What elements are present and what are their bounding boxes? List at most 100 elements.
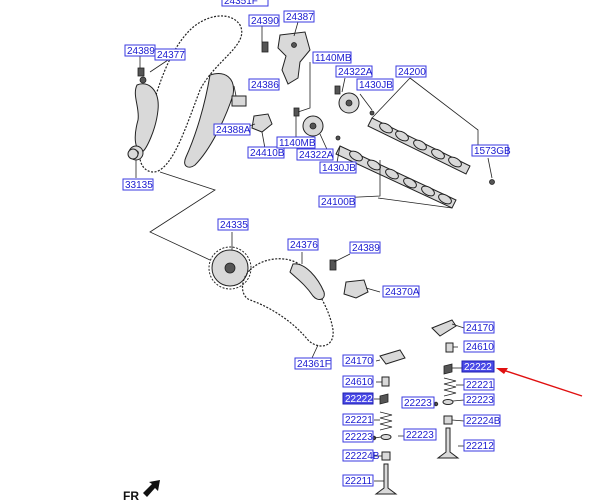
- part-label-22224bb[interactable]: 22224B: [342, 449, 380, 462]
- part-number-text: 24322A: [338, 67, 373, 78]
- front-direction-indicator: FR: [123, 480, 160, 501]
- part-number-text: 24100B: [321, 197, 356, 208]
- part-label-24335[interactable]: 24335: [217, 218, 249, 231]
- part-label-22223a[interactable]: 22223: [463, 393, 495, 406]
- valve-spring-lower: [379, 411, 393, 431]
- part-label-1140mb-b[interactable]: 1140MB: [276, 136, 316, 149]
- stem-seal-upper: [443, 415, 453, 425]
- part-label-24410b[interactable]: 24410B: [247, 146, 285, 159]
- part-number-text: 24610: [466, 342, 494, 353]
- part-number-text: 24377: [157, 50, 185, 61]
- part-number-text: 22223: [466, 395, 494, 406]
- upper-timing-chain: [139, 15, 243, 173]
- part-number-text: 22221: [345, 415, 373, 426]
- part-number-text: 22224B: [345, 451, 380, 462]
- part-number-text: 1573GB: [474, 146, 511, 157]
- part-label-1573gb[interactable]: 1573GB: [471, 144, 511, 157]
- part-label-24377[interactable]: 24377: [154, 48, 186, 61]
- part-label-33135[interactable]: 33135: [122, 178, 154, 191]
- part-label-22222a[interactable]: 22222: [461, 360, 495, 373]
- part-label-24376[interactable]: 24376: [287, 238, 319, 251]
- part-number-text: 24388A: [216, 125, 251, 136]
- part-label-24387[interactable]: 24387: [283, 10, 315, 23]
- part-number-text: 24389: [127, 46, 155, 57]
- part-number-text: 1430JB: [359, 80, 393, 91]
- part-label-24322a-a[interactable]: 24322A: [335, 65, 373, 78]
- part-label-24351f[interactable]: 24351F: [221, 0, 269, 7]
- lower-tensioner: [343, 279, 369, 299]
- chain-bracket: [277, 31, 311, 85]
- part-label-22221a[interactable]: 22221: [463, 378, 495, 391]
- part-label-24200[interactable]: 24200: [395, 65, 427, 78]
- part-number-text: 24322A: [299, 150, 334, 161]
- part-label-24386[interactable]: 24386: [248, 78, 280, 91]
- part-number-text: 1430JB: [322, 163, 356, 174]
- part-number-text: 24390: [251, 16, 279, 27]
- upper-chain-guide-left: [134, 83, 159, 153]
- tensioner-24386: [231, 95, 247, 107]
- part-label-24361f[interactable]: 24361F: [294, 357, 332, 370]
- rocker-arm-lower: [379, 349, 406, 365]
- part-label-24389a[interactable]: 24389: [124, 44, 156, 57]
- bolt-24389-lower: [329, 259, 337, 271]
- camshaft-exhaust-lobes: [379, 122, 462, 168]
- part-label-22221b[interactable]: 22221: [342, 413, 374, 426]
- part-number-text: 24387: [286, 12, 314, 23]
- part-number-text: 24170: [345, 356, 373, 367]
- part-label-24170a[interactable]: 24170: [463, 321, 495, 334]
- lower-chain-link: [149, 171, 216, 261]
- guide-bolt: [139, 76, 147, 84]
- part-label-1430jb-b[interactable]: 1430JB: [319, 161, 357, 174]
- part-label-24388a[interactable]: 24388A: [213, 123, 251, 136]
- part-number-text: 24389: [352, 243, 380, 254]
- part-label-24389b[interactable]: 24389: [349, 241, 381, 254]
- part-label-22223c[interactable]: 22223: [342, 430, 374, 443]
- part-label-22212[interactable]: 22212: [463, 439, 495, 452]
- part-number-text: 1140MB: [279, 138, 316, 149]
- part-label-24390[interactable]: 24390: [248, 14, 280, 27]
- camshaft-intake-lobes: [349, 150, 452, 205]
- tensioner-plunger: [251, 113, 273, 133]
- part-number-text: 22223: [406, 430, 434, 441]
- bolt-1140mb-exhaust: [334, 85, 341, 95]
- part-label-24100b[interactable]: 24100B: [318, 195, 356, 208]
- part-label-22211[interactable]: 22211: [342, 474, 374, 487]
- valve-keys-lower: [379, 393, 389, 405]
- part-number-text: 24386: [251, 80, 279, 91]
- cam-sprocket-intake-hub: [309, 122, 317, 130]
- part-label-24610a[interactable]: 24610: [463, 340, 495, 353]
- part-number-text: 24351F: [224, 0, 258, 7]
- dowel-1430jb-b: [335, 135, 341, 141]
- crank-sprocket-24335-teeth: [208, 246, 252, 290]
- part-label-24610b[interactable]: 24610: [342, 375, 374, 388]
- part-number-text: 22222: [464, 362, 492, 373]
- part-label-24370a[interactable]: 24370A: [382, 285, 420, 298]
- part-number-text: 22223: [345, 432, 373, 443]
- cam-sprocket-exhaust-hub: [345, 99, 353, 107]
- intake-valve: [374, 463, 398, 495]
- part-number-text: 24370A: [385, 287, 420, 298]
- part-number-text: 24361F: [297, 359, 331, 370]
- part-label-24322a-b[interactable]: 24322A: [296, 148, 334, 161]
- bracket-bolt-hole: [291, 42, 297, 48]
- part-number-text: 24376: [290, 240, 318, 251]
- rocker-arm-upper: [431, 319, 457, 337]
- part-number-text: 33135: [125, 180, 153, 191]
- lash-adjuster-upper: [445, 342, 454, 353]
- lash-adjuster-lower: [381, 376, 390, 387]
- part-number-text: 22224B: [466, 416, 501, 427]
- part-33135: [127, 148, 139, 160]
- part-number-text: 24410B: [250, 148, 285, 159]
- part-label-22223d[interactable]: 22223: [403, 428, 437, 441]
- part-label-1140mb-a[interactable]: 1140MB: [312, 51, 352, 64]
- spring-seat-lower: [380, 434, 392, 440]
- part-label-22223b[interactable]: 22223: [401, 396, 435, 409]
- part-number-text: 22211: [345, 476, 373, 487]
- part-label-22222b[interactable]: 22222: [342, 392, 374, 405]
- part-label-24170b[interactable]: 24170: [342, 354, 374, 367]
- part-label-22224ba[interactable]: 22224B: [463, 414, 501, 427]
- part-label-1430jb-a[interactable]: 1430JB: [356, 78, 394, 91]
- part-number-text: 24610: [345, 377, 373, 388]
- bolt-24390: [261, 41, 269, 53]
